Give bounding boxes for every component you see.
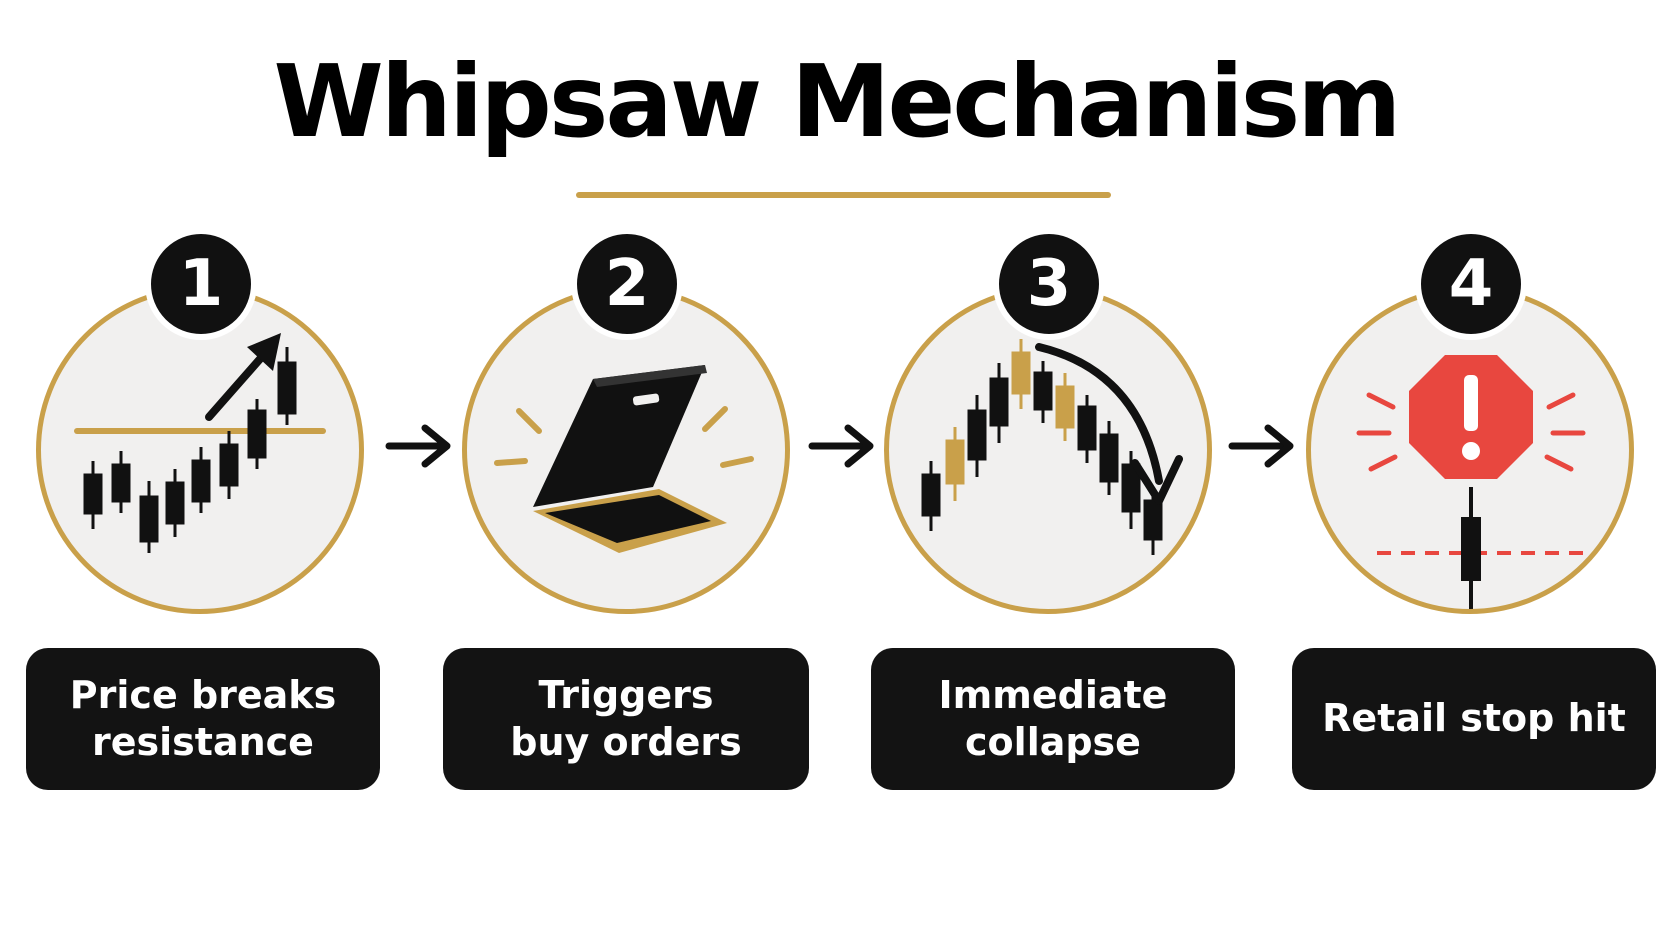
step-2-number-badge: 2 [571,228,683,340]
collapse-chart-icon [921,339,1183,555]
step-2-circle [462,286,790,614]
step-3-label-line1: Immediate [938,672,1168,717]
step-2-label: Triggers buy orders [443,648,809,790]
step-4-label: Retail stop hit [1292,648,1656,790]
breakout-chart-icon [74,333,326,553]
step-2-label-line1: Triggers [538,672,714,717]
step-1-label-line1: Price breaks [69,672,337,717]
step-2-label-line2: buy orders [510,720,742,764]
step-3-number-badge: 3 [993,228,1105,340]
arrow-right-icon [808,424,874,468]
page-title: Whipsaw Mechanism [273,43,1401,160]
stop-alert-icon [1356,355,1601,609]
step-1-label: Price breaks resistance [26,648,380,790]
step-3-label: Immediate collapse [871,648,1235,790]
step-1-number-badge: 1 [145,228,257,340]
arrow-right-icon [385,424,451,468]
arrow-right-icon [1228,424,1294,468]
step-4-circle [1306,286,1634,614]
title-underline [576,192,1111,198]
step-1-circle [36,286,364,614]
step-3-label-line2: collapse [965,720,1141,764]
step-3-circle [884,286,1212,614]
step-1-label-line2: resistance [92,720,314,764]
step-4-number-badge: 4 [1415,228,1527,340]
trapdoor-icon [494,365,754,553]
step-4-label-line1: Retail stop hit [1322,696,1626,741]
